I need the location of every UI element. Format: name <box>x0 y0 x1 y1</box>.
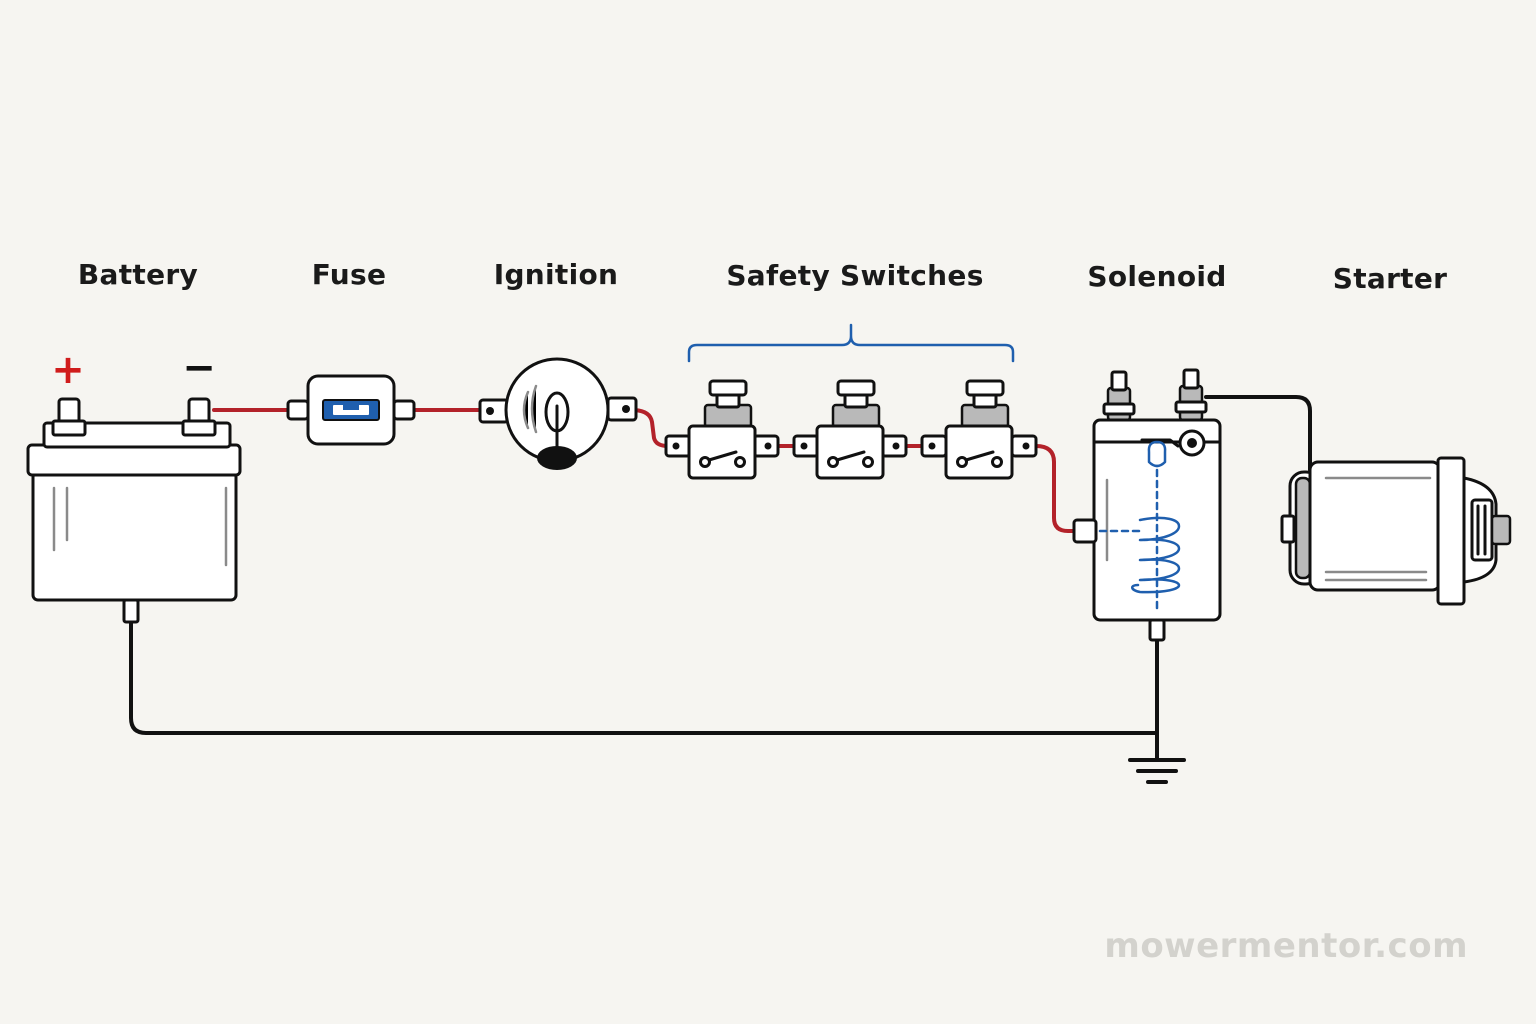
ignition-switch-icon <box>478 357 638 470</box>
label-starter: Starter <box>1332 262 1448 295</box>
battery-icon <box>26 397 242 624</box>
positive-terminal-sign: + <box>51 347 85 393</box>
wire-battery-ground <box>129 620 1159 735</box>
fuse-icon <box>286 374 416 446</box>
wire-switches-solenoid <box>1034 444 1082 533</box>
solenoid-icon <box>1072 368 1222 642</box>
safety-switch-1-icon <box>664 379 780 480</box>
ground-wires <box>129 395 1312 762</box>
label-battery: Battery <box>77 258 199 291</box>
safety-switch-2-icon <box>792 379 908 480</box>
safety-switch-3-icon <box>920 379 1038 480</box>
ground-symbol-icon <box>1128 758 1186 784</box>
label-solenoid: Solenoid <box>1087 260 1227 293</box>
label-ignition: Ignition <box>493 258 619 291</box>
wire-ignition-switches <box>630 408 678 448</box>
negative-terminal-sign: − <box>182 345 216 391</box>
wire-solenoid-starter <box>1204 395 1312 472</box>
label-fuse: Fuse <box>311 258 387 291</box>
safety-switches-bracket <box>687 323 1015 363</box>
starter-motor-icon <box>1280 456 1512 606</box>
label-safety-switches: Safety Switches <box>726 259 984 292</box>
watermark: mowermentor.com <box>1104 926 1468 966</box>
